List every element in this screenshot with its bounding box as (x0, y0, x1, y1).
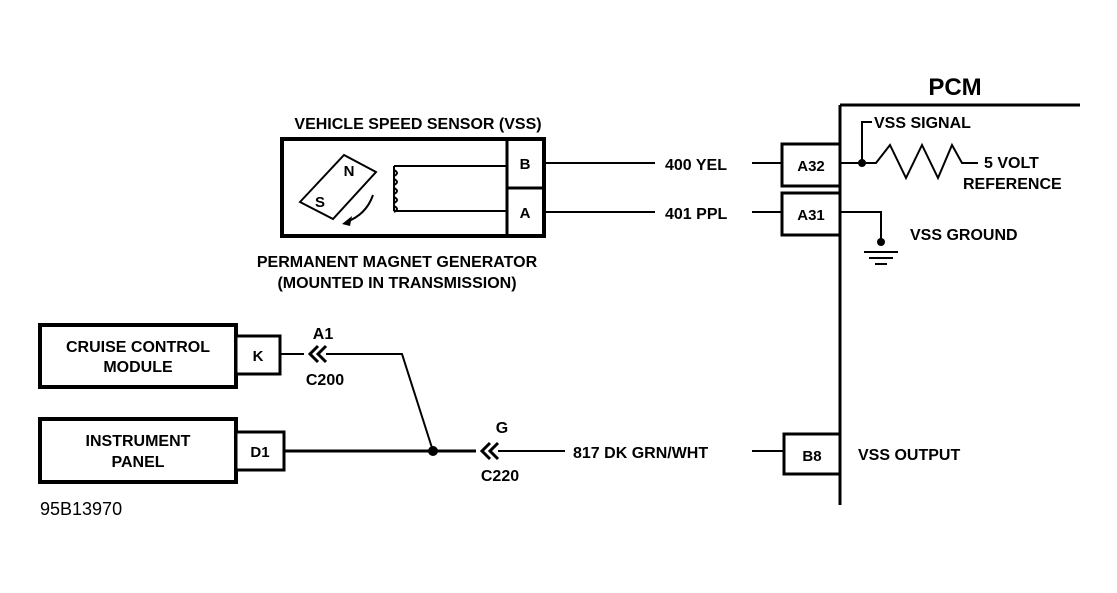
pin-b8-label: B8 (802, 448, 821, 465)
coil-windings (393, 169, 398, 213)
five-volt-label: 5 VOLT (984, 155, 1039, 172)
a31-internal-wire (840, 211, 882, 242)
vss-signal-label: VSS SIGNAL (874, 115, 971, 132)
c200-chevron-2 (315, 344, 328, 364)
pickup-coil (393, 165, 507, 213)
magnet-shape (298, 153, 378, 221)
wire-401-label: 401 PPL (665, 206, 727, 223)
wire-817-label: 817 DK GRN/WHT (573, 445, 708, 462)
cruise-module-box (38, 323, 238, 389)
vss-output-label: VSS OUTPUT (858, 447, 960, 464)
vss-caption-line1: PERMANENT MAGNET GENERATOR (257, 254, 538, 271)
magnet-north: N (344, 163, 355, 180)
vss-pin-b: B (520, 156, 531, 173)
pin-b8-box (782, 432, 842, 476)
reference-label: REFERENCE (963, 176, 1062, 193)
c200-pin-label: A1 (313, 326, 334, 343)
instrument-panel-line1: INSTRUMENT (86, 433, 191, 450)
cruise-module-line1: CRUISE CONTROL (66, 339, 210, 356)
pullup-resistor (862, 142, 978, 181)
cruise-vss-wire (326, 353, 434, 452)
pin-a32-box (780, 142, 842, 188)
vss-signal-leader (861, 121, 872, 163)
c220-id-label: C220 (481, 468, 519, 485)
wire-400-label: 400 YEL (665, 157, 727, 174)
rotation-arrow-head (342, 216, 352, 226)
cruise-pin-k: K (253, 348, 264, 365)
cruise-module-line2: MODULE (103, 359, 173, 376)
ground-junction (877, 238, 885, 246)
pin-a32-label: A32 (797, 158, 825, 175)
instrument-panel-box (38, 417, 238, 484)
pin-a31-label: A31 (797, 207, 825, 224)
c220-chevron-1 (479, 441, 492, 461)
magnet-south: S (315, 194, 325, 211)
c220-chevron-2 (487, 441, 500, 461)
pin-a31-box (780, 191, 842, 237)
vss-ground-label: VSS GROUND (910, 227, 1018, 244)
cruise-pin-box (234, 334, 282, 376)
vss-title: VEHICLE SPEED SENSOR (VSS) (294, 116, 541, 133)
vss-ground-circuit: VSS GROUND (840, 211, 1018, 265)
pcm-title: PCM (928, 74, 981, 101)
splice-junction (428, 446, 438, 456)
c200-id-label: C200 (306, 372, 344, 389)
vss-signal-circuit: VSS SIGNAL 5 VOLT REFERENCE (840, 115, 1062, 193)
magnet-rotor: N S (298, 153, 378, 226)
instrument-pin-d1: D1 (250, 444, 269, 461)
vss-caption-line2: (MOUNTED IN TRANSMISSION) (277, 275, 516, 292)
vss-pin-a: A (520, 205, 531, 222)
c220-pin-label: G (496, 420, 508, 437)
instrument-panel-line2: PANEL (111, 454, 164, 471)
figure-code: 95B13970 (40, 499, 122, 519)
pcm-block: PCM (838, 74, 1080, 505)
c200-chevron-1 (307, 344, 320, 364)
